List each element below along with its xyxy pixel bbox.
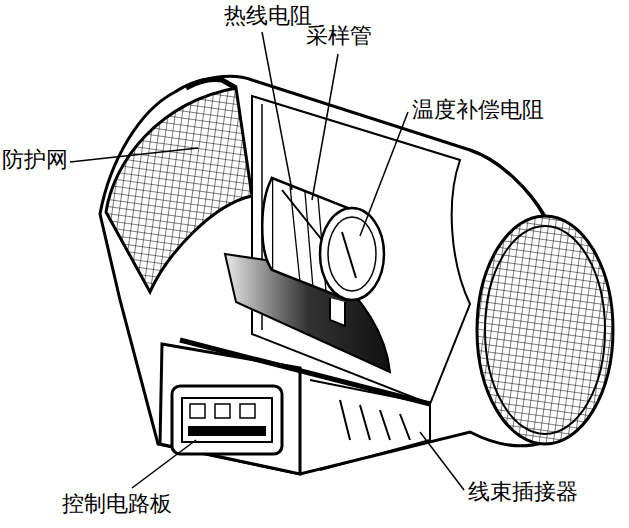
outlet-mesh bbox=[477, 216, 613, 444]
compensation-resistor bbox=[342, 232, 356, 278]
part-label: 控制电路板 bbox=[62, 490, 172, 518]
part-label: 防护网 bbox=[2, 146, 68, 174]
part-label: 热线电阻 bbox=[224, 2, 312, 30]
part-label: 温度补偿电阻 bbox=[412, 96, 544, 124]
part-label: 采样管 bbox=[306, 22, 372, 50]
part-label: 线束插接器 bbox=[468, 478, 578, 506]
leader-lines bbox=[70, 32, 464, 490]
housing bbox=[100, 76, 545, 474]
connector bbox=[172, 386, 282, 454]
